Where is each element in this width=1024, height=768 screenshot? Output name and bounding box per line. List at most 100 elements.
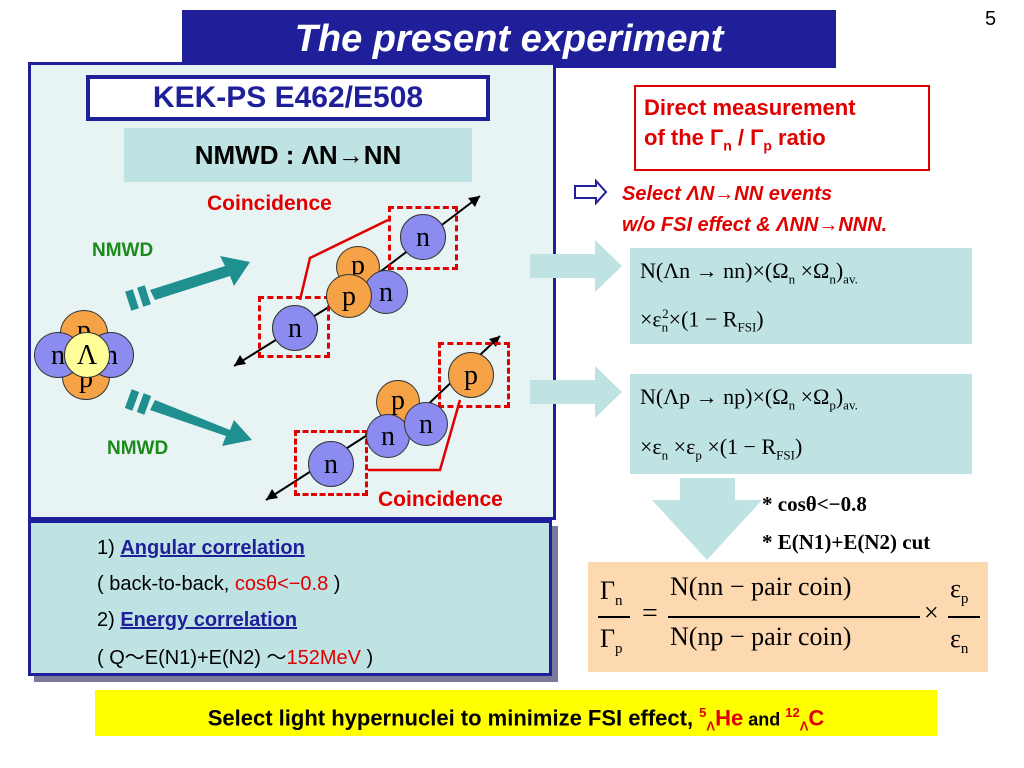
c1-title: Angular correlation <box>120 537 305 559</box>
rg-n: Γ <box>600 576 616 605</box>
c2-title: Energy correlation <box>120 609 298 631</box>
formula2-line1: N(Λp → np)×(Ωn ×Ωp)av. <box>640 384 858 413</box>
f1-sub-n1: n <box>788 271 796 287</box>
detector-box-top-forward <box>388 206 458 270</box>
f2-l1a: N(Λp → np)×(Ω <box>640 384 789 409</box>
slide-title: The present experiment <box>294 18 724 60</box>
top-coincidence-line <box>298 218 389 301</box>
f2-sub-eps-n: n <box>661 447 669 463</box>
f1-sup2: 2 <box>662 306 669 321</box>
f2-l2c: ×(1 − R <box>701 434 777 459</box>
nmwd-label-bottom: NMWD <box>107 438 169 459</box>
footer-text: Select light hypernuclei to minimize FSI… <box>207 705 700 731</box>
f2-sub-p: p <box>829 397 836 413</box>
direct-suffix: ratio <box>771 125 826 150</box>
select-line-2: w/o FSI effect & ΛNN→NNN. <box>622 214 887 237</box>
f2-sub-eps-p: p <box>695 447 702 463</box>
bottom-track-backward-head <box>266 489 278 500</box>
select-line-1: Select ΛN→NN events <box>622 183 832 206</box>
f1-sub-eps: n <box>661 319 669 335</box>
c-mass: 12 <box>785 705 800 720</box>
ratio-formula-box: Γn Γp = N(nn − pair coin) N(np − pair co… <box>588 562 988 672</box>
top-forward-neutron: n <box>400 214 446 260</box>
direct-line-1: Direct measurement <box>644 95 856 120</box>
f1-close2: ) <box>756 306 764 332</box>
c1-num: 1) <box>97 537 121 559</box>
gamma-n: Γn <box>710 125 732 154</box>
f2-close: ) <box>835 384 844 409</box>
ratio-left-bar <box>598 616 630 618</box>
criterion-1-detail: ( back-to-back, cosθ<−0.8 ) <box>97 573 340 596</box>
f2-l1b: ×Ω <box>795 384 830 409</box>
top-residual-proton-2: p <box>326 274 372 318</box>
c1-prefix: ( back-to-back, <box>97 573 235 595</box>
rg-n-sub: n <box>615 593 623 610</box>
upper-decay-arrow <box>150 256 250 300</box>
ratio-denominator: N(np − pair coin) <box>670 622 852 651</box>
nmwd-process: ΛN→NN <box>301 140 402 170</box>
gamma-n-sub: n <box>723 137 732 154</box>
nmwd-process-box: NMWD : ΛN→NN <box>124 128 472 182</box>
f2-sub-n: n <box>788 397 796 413</box>
rg-p-sub: p <box>615 641 623 658</box>
c-lambda: Λ <box>799 718 809 734</box>
re-n-sub: n <box>960 641 969 658</box>
lower-arrow-stripe-2 <box>136 393 152 415</box>
formula-nn-yield: N(Λn → nn)×(Ωn ×Ωn)av. ×εn2×(1 − RFSI) <box>630 248 972 344</box>
c1-suffix: ) <box>328 573 341 595</box>
footer-and: and <box>743 709 786 730</box>
formula1-line2: ×εn2×(1 − RFSI) <box>640 306 764 336</box>
lambda-symbol: Λ <box>686 183 700 205</box>
bottom-residual-neutron-1: n <box>366 414 410 458</box>
f2-l2b: ×ε <box>668 434 696 459</box>
bottom-coincidence-line <box>368 399 462 472</box>
top-track-backward-head <box>234 355 246 366</box>
formula2-line2: ×εn ×εp ×(1 − RFSI) <box>640 434 802 463</box>
direct-line-2: of the Γn / Γp ratio <box>644 123 920 160</box>
flow-arrow-top <box>530 240 622 292</box>
gamma-p-sub: p <box>763 137 772 154</box>
ratio-slash: / <box>731 125 751 150</box>
ratio-numerator: N(nn − pair coin) <box>670 572 852 601</box>
bottom-forward-proton: p <box>448 352 494 398</box>
bottom-backward-neutron: n <box>308 441 354 487</box>
he-lambda: Λ <box>706 718 716 734</box>
c2-suffix: ) <box>360 647 374 669</box>
ratio-eps-p: εp <box>950 574 968 608</box>
c2-red: 152MeV <box>286 647 361 669</box>
c2-prefix: ( Q〜E(N1)+E(N2) 〜 <box>97 647 287 669</box>
f2-l2a: ×ε <box>640 434 662 459</box>
gamma-p: Γp <box>750 125 772 154</box>
flow-arrow-down <box>652 478 762 560</box>
criterion-2-detail: ( Q〜E(N1)+E(N2) 〜152MeV ) <box>97 641 373 670</box>
direct-prefix: of the <box>644 125 710 150</box>
selection-criteria-panel: 1) Angular correlation ( back-to-back, c… <box>28 520 552 676</box>
bottom-residual-neutron-2: n <box>404 402 448 446</box>
bottom-track-forward-head <box>489 336 500 347</box>
criterion-2-title: 2) Energy correlation <box>97 609 297 632</box>
ratio-main-bar <box>668 616 920 618</box>
lower-arrow-stripe-1 <box>124 389 140 411</box>
re-p-sub: p <box>960 591 969 608</box>
coincidence-label-bottom: Coincidence <box>378 488 503 511</box>
footer-note: Select light hypernuclei to minimize FSI… <box>95 690 937 736</box>
f2-close2: ) <box>794 434 803 459</box>
direct-measurement-box: Direct measurement of the Γn / Γp ratio <box>634 85 930 171</box>
top-backward-neutron: n <box>272 305 318 351</box>
he-mass: 5 <box>699 705 707 720</box>
ratio-right-bar <box>948 616 980 618</box>
c-symbol: C <box>808 705 825 731</box>
experiment-label: KEK-PS E462/E508 <box>86 75 490 121</box>
nmwd-label-top: NMWD <box>92 240 154 261</box>
top-track-forward-head <box>468 196 480 207</box>
f1-fsi: FSI <box>737 319 757 335</box>
upper-arrow-stripe-1 <box>125 289 139 311</box>
formula1-line1: N(Λn → nn)×(Ωn ×Ωn)av. <box>640 258 858 287</box>
select2-suffix: NN→NNN. <box>789 214 888 236</box>
upper-arrow-stripe-2 <box>137 285 151 307</box>
ratio-gamma-p: Γp <box>600 624 623 658</box>
lambda-symbol: Λ <box>776 214 790 236</box>
ratio-times: × <box>924 598 939 627</box>
pointer-arrow-icon <box>574 178 608 206</box>
c1-red: cosθ<−0.8 <box>234 573 329 595</box>
